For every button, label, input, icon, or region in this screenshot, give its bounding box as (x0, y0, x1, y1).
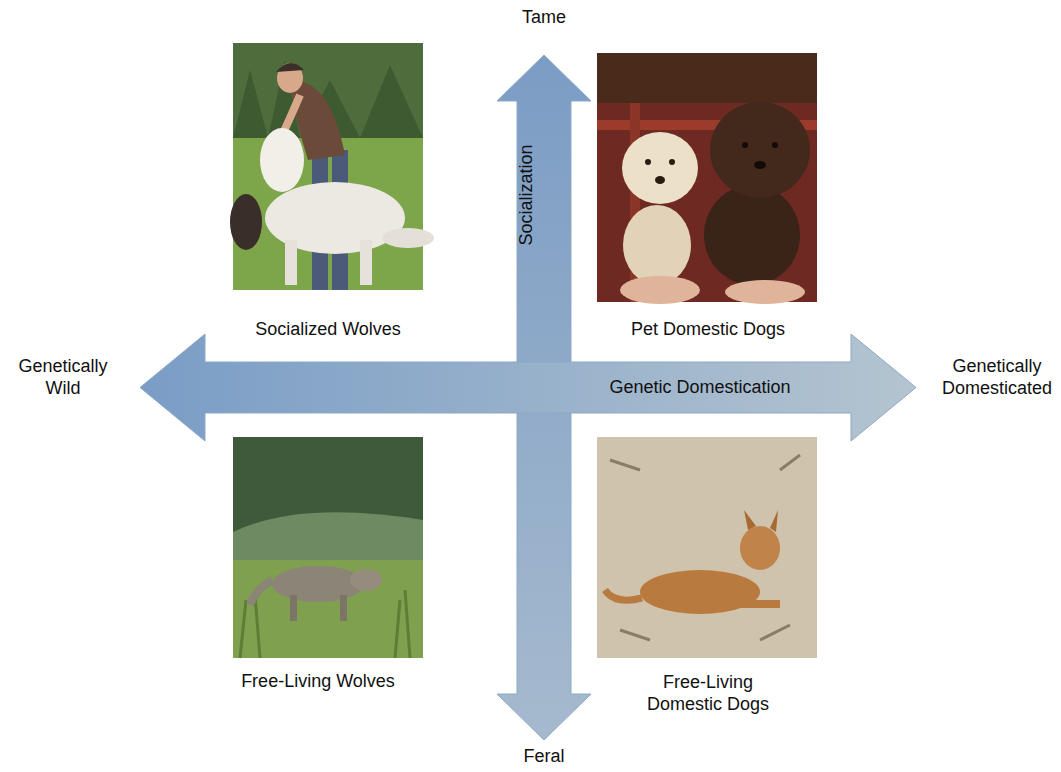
dog-ears (744, 510, 778, 532)
arrow-label: Genetic Domestication (609, 377, 790, 399)
person-cap (276, 63, 304, 72)
wood-furniture (597, 53, 817, 103)
puppy-nose (754, 161, 766, 169)
wolf-leg (340, 595, 347, 621)
puppy-eye (772, 142, 778, 148)
puppy-eye (669, 159, 675, 165)
label-holder: Free-Living Domestic Dogs (637, 672, 779, 715)
label-holder: Genetically Domesticated (936, 356, 1058, 399)
dark-dog (230, 194, 262, 250)
puppy-eye (742, 142, 748, 148)
cream-puppy-body (623, 205, 691, 285)
wolf-body (272, 566, 364, 602)
axis-end-label: Tame (499, 7, 589, 29)
dog-head (740, 526, 780, 570)
hand (620, 276, 700, 304)
axis-end-label: Genetically Domesticated (936, 356, 1058, 399)
wolf-tail (382, 228, 434, 248)
label-holder: Socialized Wolves (223, 319, 433, 341)
dark-puppy-head (710, 102, 810, 198)
photo-caption: Pet Domestic Dogs (603, 319, 813, 341)
dog-tail (605, 590, 642, 600)
person-head (277, 63, 303, 93)
photo-caption: Free-Living Domestic Dogs (637, 672, 779, 715)
photo-caption: Free-Living Wolves (213, 671, 423, 693)
wolf-tail (250, 580, 272, 605)
label-holder: Pet Domestic Dogs (603, 319, 813, 341)
dark-puppy-body (704, 185, 800, 285)
plaid-background (597, 53, 817, 302)
label-holder: Tame (499, 7, 589, 29)
arrow-label-holder: Socialization (516, 144, 538, 245)
wolf-leg (360, 240, 372, 285)
puppy-eye (645, 159, 651, 165)
pet-dogs-photo (597, 53, 817, 304)
photo-caption: Socialized Wolves (223, 319, 433, 341)
puppy-nose (655, 176, 665, 184)
label-holder: Free-Living Wolves (213, 671, 423, 693)
socialized-wolf-photo (230, 43, 434, 290)
grass (233, 437, 423, 658)
label-holder: Genetically Wild (7, 356, 119, 399)
arrow-label-holder: Genetic Domestication (609, 377, 790, 399)
arrow-fill (140, 334, 916, 441)
label-holder: Feral (499, 746, 589, 768)
dog-leg (735, 600, 780, 608)
domestication-arrow: Genetic Domestication (140, 334, 916, 441)
cream-puppy-head (622, 132, 698, 204)
free-wolf-photo (233, 437, 423, 658)
arrow-shape (140, 334, 916, 441)
wolf-leg (285, 240, 297, 285)
twigs (610, 455, 800, 640)
wolf-head (260, 128, 304, 192)
axis-end-label: Genetically Wild (7, 356, 119, 399)
axis-end-label: Feral (499, 746, 589, 768)
free-dog-photo (597, 437, 817, 658)
wolf-leg (290, 595, 297, 621)
hand (725, 280, 805, 304)
grass (233, 43, 423, 290)
hillside (233, 512, 423, 560)
sandy-ground (597, 437, 817, 658)
arrow-label: Socialization (516, 144, 538, 245)
wolf-head (350, 569, 382, 591)
